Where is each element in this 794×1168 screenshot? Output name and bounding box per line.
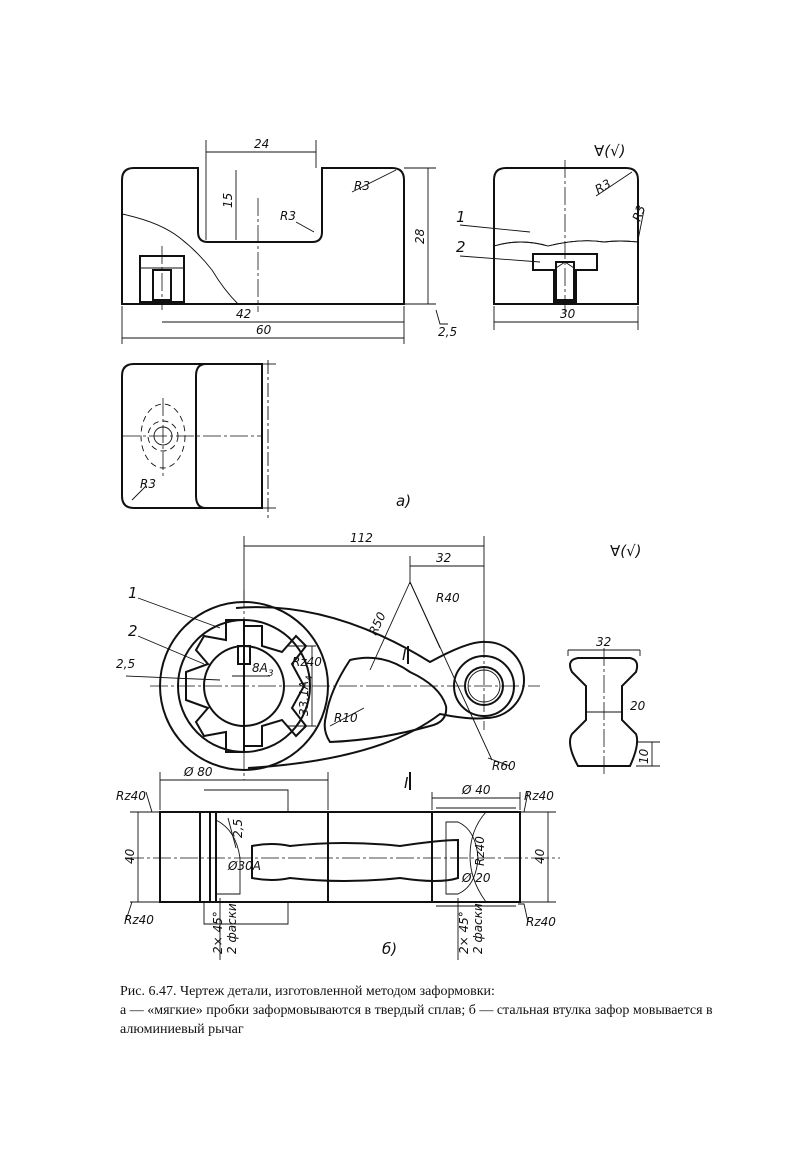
dim-2-5: 2,5: [438, 325, 457, 339]
dim-60: 60: [256, 323, 272, 337]
chamfer-left-1: 2× 45°: [211, 911, 225, 954]
roughness-mark-a: ∀(√): [594, 142, 626, 160]
dim-r3-top: R3: [354, 179, 370, 193]
dim-section-20: 20: [630, 699, 646, 713]
dim-d80: Ø 80: [183, 765, 213, 779]
dim-b-2-5-section: 2,5: [231, 819, 245, 838]
rz40-bore: Rz40: [292, 655, 322, 669]
dim-r40: R40: [436, 591, 460, 605]
dim-d20: Ø 20: [461, 871, 491, 885]
section-mark-i: I: [402, 646, 407, 664]
caption-body: а — «мягкие» пробки заформовываются в тв…: [120, 1003, 713, 1037]
view-a-front: [121, 167, 405, 312]
dim-r3-slot: R3: [280, 209, 296, 223]
view-a-front-dimensions: 24 15 R3 R3 28 42 60 2,5: [121, 137, 457, 344]
rz40-top-right: Rz40: [524, 789, 554, 803]
dim-28: 28: [413, 228, 427, 244]
chamfer-right-2: 2 фаски: [471, 903, 485, 954]
dim-24: 24: [254, 137, 269, 151]
view-a-side: [493, 160, 639, 312]
dim-h40-right: 40: [533, 848, 547, 864]
dim-section-10: 10: [637, 748, 651, 764]
rz40-top-left: Rz40: [116, 789, 146, 803]
view-b-lever-dimensions: 112 32 R40 R50 1 2 2,5 8A3 Rz40 33,1A4 R…: [116, 531, 516, 792]
dim-r50: R50: [366, 610, 389, 638]
dim-d30a: Ø30A: [227, 859, 261, 873]
leader-2: 2: [456, 238, 466, 256]
dim-h40-left: 40: [123, 848, 137, 864]
leader-b-2: 2: [128, 622, 138, 640]
dim-r60: R60: [492, 759, 516, 773]
leader-b-1: 1: [128, 584, 138, 602]
section-mark-i-2: I: [404, 774, 409, 792]
chamfer-left-2: 2 фаски: [225, 903, 239, 954]
dim-8a: 8A3: [252, 661, 274, 679]
roughness-mark-b: ∀(√): [610, 542, 642, 560]
dim-30: 30: [560, 307, 576, 321]
view-a-plan: R3 а): [121, 360, 411, 520]
caption-title: Рис. 6.47. Чертеж детали, изготовленной …: [120, 984, 495, 999]
view-a-caption-letter: а): [396, 492, 411, 510]
dim-32-top: 32: [436, 551, 451, 565]
dim-15: 15: [221, 193, 235, 208]
figure-caption: Рис. 6.47. Чертеж детали, изготовленной …: [120, 982, 720, 1039]
dim-r3-side1: R3: [593, 176, 614, 196]
view-b-section: 32 20 10 ∀(√): [567, 542, 660, 776]
dim-r10: R10: [334, 711, 358, 725]
dim-42: 42: [236, 307, 251, 321]
rz40-bottom-left: Rz40: [124, 913, 154, 927]
dim-33-1a: 33,1A4: [297, 675, 315, 716]
view-b-long-section: [126, 789, 560, 925]
dim-r3-side2: R3: [630, 203, 649, 223]
dim-r3-plan: R3: [140, 477, 156, 491]
chamfer-right-1: 2× 45°: [457, 911, 471, 954]
view-b-caption-letter: б): [382, 940, 397, 958]
dim-112: 112: [350, 531, 373, 545]
view-a-side-dimensions: R3 R3 1 2 30 ∀(√): [456, 142, 648, 330]
dim-b-2-5: 2,5: [116, 657, 135, 671]
leader-1: 1: [456, 208, 466, 226]
dim-d40-top: Ø 40: [461, 783, 491, 797]
rz40-bottom-right: Rz40: [526, 915, 556, 929]
dim-section-32: 32: [596, 635, 611, 649]
view-b-lever: [150, 590, 540, 780]
view-b-long-section-dimensions: Ø 80 Ø 40 Rz40 Rz40 Rz40 Rz40 40 40 2,5 …: [116, 765, 556, 960]
rz40-mid: Rz40: [473, 836, 487, 866]
